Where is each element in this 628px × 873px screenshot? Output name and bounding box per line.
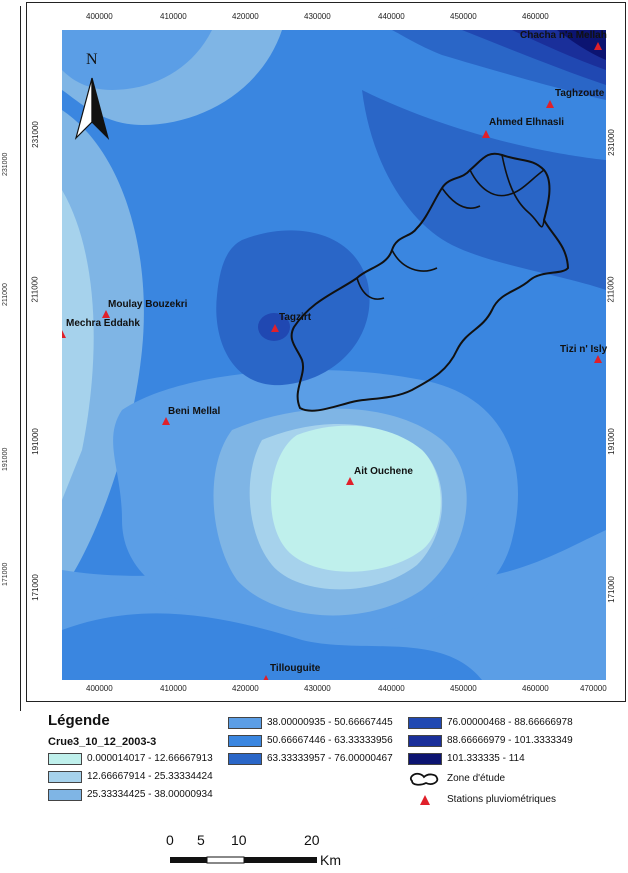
- y-tick-left: 191000: [30, 428, 40, 455]
- side-tick: 211000: [2, 283, 9, 306]
- legend-layer-name: Crue3_10_12_2003-3: [48, 736, 157, 748]
- station-marker: [62, 330, 66, 338]
- station-label-mechra: Mechra Eddahk: [66, 318, 140, 329]
- legend-item: 25.33334425 - 38.00000934: [48, 788, 213, 801]
- subbasin-line: [501, 154, 545, 228]
- zone-25-38: [62, 110, 144, 590]
- north-label: N: [86, 51, 98, 68]
- subbasin-line: [441, 187, 481, 209]
- station-marker: [102, 310, 110, 318]
- station-marker: [594, 355, 602, 363]
- x-tick-bottom: 400000: [86, 684, 113, 693]
- station-label-moulay: Moulay Bouzekri: [108, 299, 188, 310]
- legend-swatch: [408, 734, 442, 747]
- legend-swatch: [408, 716, 442, 729]
- legend-swatch: [408, 752, 442, 765]
- legend-title: Légende: [48, 712, 110, 729]
- station-label-beni: Beni Mellal: [168, 406, 221, 417]
- legend-item: 38.00000935 - 50.66667445: [228, 716, 393, 729]
- x-tick-top: 460000: [522, 12, 549, 21]
- legend-item: 63.33333957 - 76.00000467: [228, 752, 393, 765]
- x-tick-bottom: 440000: [378, 684, 405, 693]
- subbasin-line: [469, 169, 545, 197]
- map-frame: [26, 2, 626, 702]
- scale-label: 0: [166, 832, 174, 848]
- legend-item: 50.66667446 - 63.33333956: [228, 734, 393, 747]
- study-zone-outline: [290, 152, 570, 412]
- zone-101-114: [557, 30, 606, 60]
- x-tick-top: 430000: [304, 12, 331, 21]
- y-tick-left: 231000: [30, 121, 40, 148]
- x-tick-bottom: 420000: [232, 684, 259, 693]
- zone-50-63-south: [62, 613, 482, 680]
- station-triangle-icon: [420, 794, 430, 805]
- legend-item: 12.66667914 - 25.33334424: [48, 770, 213, 783]
- station-label-taghzoute: Taghzoute: [555, 88, 605, 99]
- zone-38-50-nw: [62, 30, 212, 90]
- station-label-ait: Ait Ouchene: [354, 466, 413, 477]
- x-tick-bottom: 430000: [304, 684, 331, 693]
- zone-12-25: [62, 190, 94, 500]
- x-tick-top: 450000: [450, 12, 477, 21]
- station-marker: [546, 100, 554, 108]
- side-tick: 171000: [2, 562, 9, 586]
- legend-swatch: [228, 716, 262, 729]
- legend-item: 101.333335 - 114: [408, 752, 525, 765]
- zone-0-12: [270, 425, 441, 572]
- legend-item: 88.66666979 - 101.3333349: [408, 734, 573, 747]
- scale-label: 10: [231, 832, 247, 848]
- legend-zone-item: Zone d'étude: [408, 772, 505, 786]
- side-tick: 191000: [2, 447, 9, 471]
- legend-swatch: [48, 770, 82, 783]
- legend-swatch: [228, 752, 262, 765]
- y-tick-right: 191000: [606, 428, 616, 455]
- legend-swatch: [228, 734, 262, 747]
- subbasin-line: [356, 277, 385, 300]
- y-tick-right: 211000: [606, 276, 616, 303]
- legend-item: 0.000014017 - 12.66667913: [48, 752, 213, 765]
- isohyet-map: N: [62, 30, 606, 680]
- legend-item: 76.00000468 - 88.66666978: [408, 716, 573, 729]
- station-marker: [263, 675, 269, 680]
- zone-63-76-ne: [362, 90, 606, 290]
- y-tick-right: 171000: [606, 576, 616, 603]
- north-arrow-icon: N: [74, 51, 110, 141]
- scale-label: 20: [304, 832, 320, 848]
- station-label-tagzirt: Tagzirt: [279, 312, 312, 323]
- x-tick-bottom: 460000: [522, 684, 549, 693]
- subbasin-line: [391, 249, 438, 272]
- zone-63-76: [216, 230, 370, 386]
- legend-stations-item: Stations pluviométriques: [408, 793, 556, 806]
- station-marker: [346, 477, 354, 485]
- adjacent-map-strip: 231000 211000 191000 171000: [0, 6, 21, 711]
- zone-outline-icon: [409, 772, 439, 786]
- x-tick-top: 440000: [378, 12, 405, 21]
- station-label-ahmed: Ahmed Elhnasli: [489, 117, 565, 128]
- station-marker: [271, 324, 279, 332]
- x-tick-bottom: 410000: [160, 684, 187, 693]
- scale-bar: [170, 856, 317, 864]
- legend-swatch: [48, 752, 82, 765]
- x-tick-top: 400000: [86, 12, 113, 21]
- x-tick-top: 410000: [160, 12, 187, 21]
- station-marker: [482, 130, 490, 138]
- legend-swatch: [48, 788, 82, 801]
- y-tick-right: 231000: [606, 129, 616, 156]
- scale-label: 5: [197, 832, 205, 848]
- x-tick-bottom: 470000: [580, 684, 607, 693]
- station-label-tizi: Tizi n' Isly: [560, 344, 608, 355]
- side-tick: 231000: [2, 152, 9, 176]
- x-tick-top: 420000: [232, 12, 259, 21]
- station-label-tillouguite: Tillouguite: [270, 663, 321, 674]
- station-marker: [162, 417, 170, 425]
- y-tick-left: 211000: [30, 276, 40, 303]
- station-marker: [594, 42, 602, 50]
- y-tick-left: 171000: [30, 574, 40, 601]
- station-label-chacha: Chacha n'a Mellah: [520, 30, 607, 41]
- x-tick-bottom: 450000: [450, 684, 477, 693]
- scale-unit: Km: [320, 852, 341, 868]
